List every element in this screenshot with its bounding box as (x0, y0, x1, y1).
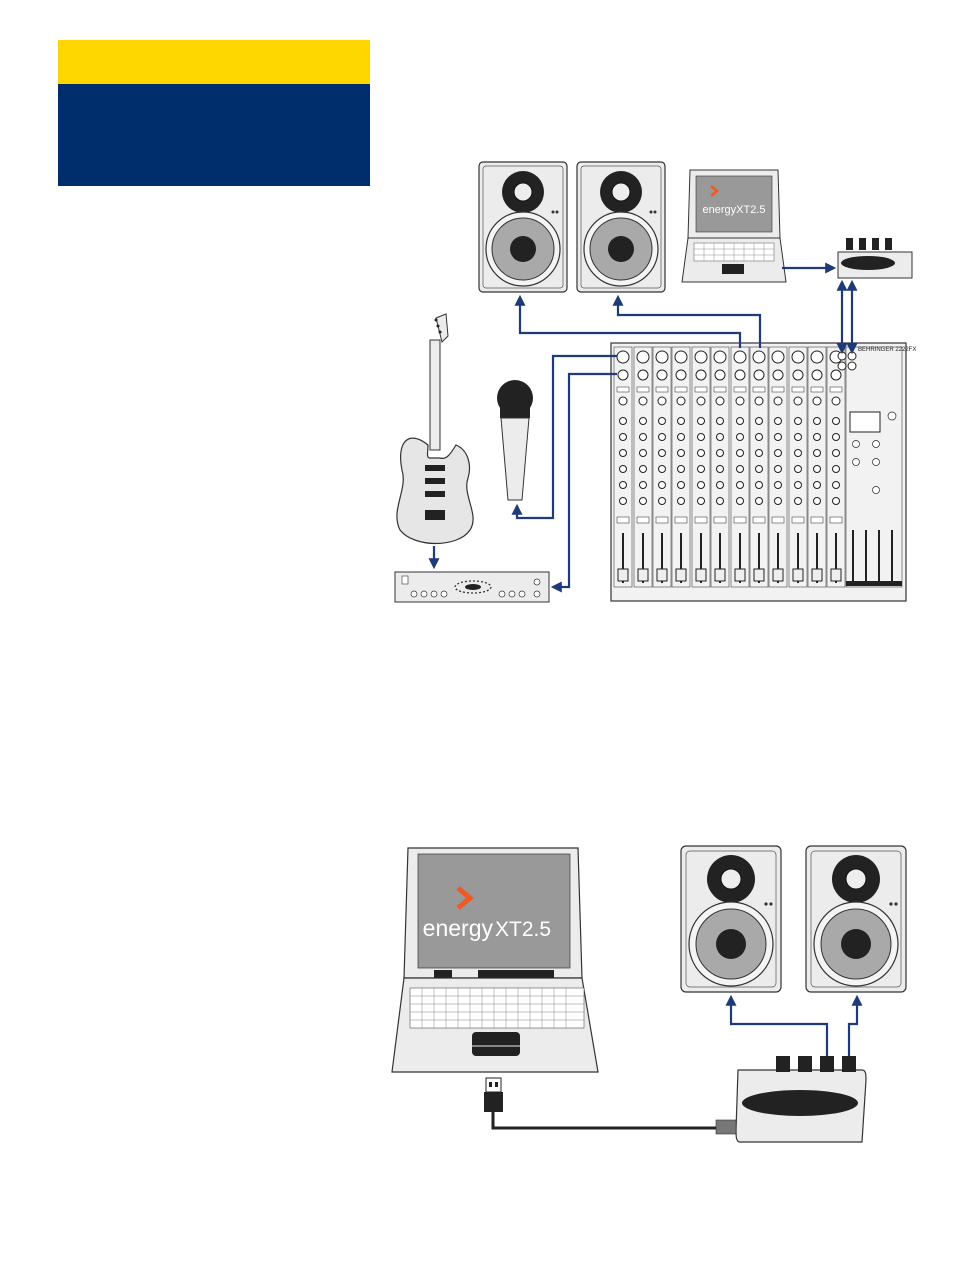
studio-monitor-left-bottom (681, 846, 781, 992)
laptop-small: energyXT2.5 (682, 170, 786, 282)
electric-guitar (397, 314, 473, 544)
mixer-model-label: BEHRINGER 2222FX (858, 347, 916, 353)
usb-audio-interface-small (838, 238, 912, 278)
usb-plug (484, 1078, 503, 1112)
studio-monitor-right-top (577, 162, 665, 292)
microphone (497, 380, 533, 500)
usb-cable (493, 1112, 716, 1128)
mixing-console: BEHRINGER 2222FX (611, 343, 916, 601)
software-logo-suffix: XT2.5 (495, 918, 551, 941)
software-logo-small: energyXT2.5 (703, 204, 766, 216)
audio-cables-bottom (731, 997, 857, 1056)
rack-effects-processor (395, 572, 549, 602)
software-logo-prefix: energy (423, 915, 494, 941)
laptop-large: energy XT2.5 (392, 848, 598, 1072)
studio-monitor-right-bottom (806, 846, 906, 992)
studio-monitor-left-top (479, 162, 567, 292)
usb-audio-interface-large (716, 1056, 866, 1142)
